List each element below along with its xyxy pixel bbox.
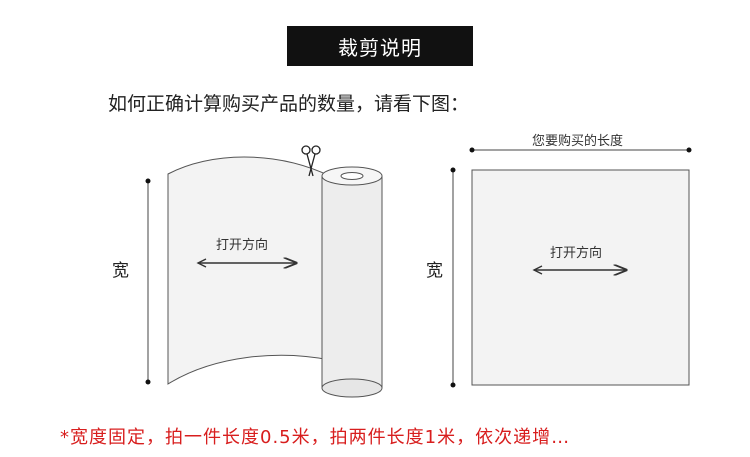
length-label: 您要购买的长度 bbox=[532, 134, 624, 149]
roll-bottom bbox=[321, 378, 383, 398]
right-direction-label: 打开方向 bbox=[550, 246, 603, 261]
roll-core bbox=[340, 172, 364, 180]
footnote: *宽度固定，拍一件长度0.5米，拍两件长度1米，依次递增… bbox=[60, 427, 571, 448]
scissors-icon bbox=[301, 145, 321, 177]
cut-fabric-piece bbox=[471, 169, 690, 386]
left-width-dimension bbox=[145, 178, 151, 385]
fabric-roll-illustration bbox=[167, 156, 383, 398]
section-title: 裁剪说明 bbox=[287, 26, 473, 66]
length-dimension bbox=[469, 147, 692, 153]
unrolled-fabric bbox=[167, 156, 331, 385]
intro-text: 如何正确计算购买产品的数量，请看下图： bbox=[108, 93, 470, 115]
roll-body bbox=[321, 175, 383, 389]
right-width-dimension bbox=[450, 167, 456, 388]
left-direction-label: 打开方向 bbox=[216, 238, 269, 253]
right-width-label: 宽 bbox=[426, 261, 443, 281]
left-width-label: 宽 bbox=[112, 261, 129, 281]
